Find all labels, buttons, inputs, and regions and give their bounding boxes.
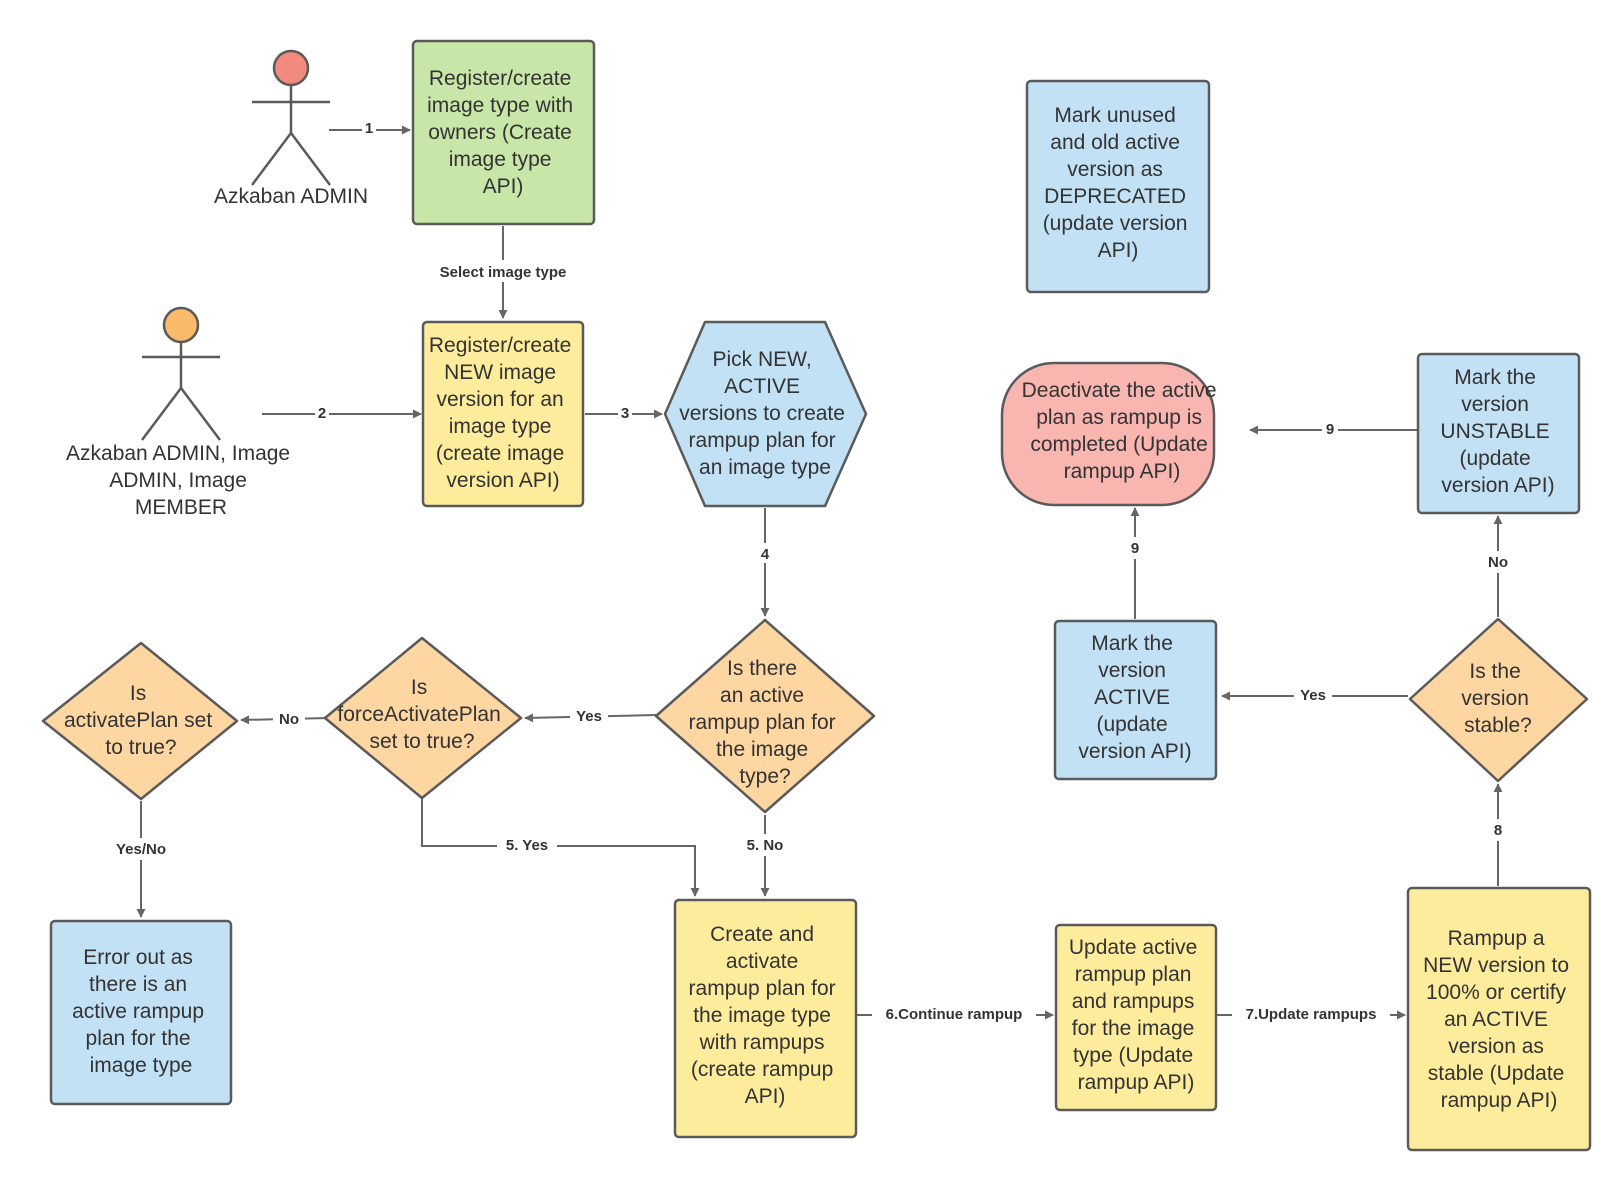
node-rampup-version: Rampup a NEW version to 100% or certify …	[1406, 886, 1592, 1152]
edge-label-2: 2	[318, 405, 326, 422]
edge-label-9-up: 9	[1131, 540, 1139, 557]
edge-label-4: 4	[761, 546, 770, 563]
node-register-image-type-text: Register/create image type with owners (…	[427, 67, 579, 198]
node-deactivate-plan: Deactivate the active plan as rampup is …	[1000, 361, 1223, 507]
node-register-version: Register/create NEW image version for an…	[421, 320, 585, 508]
node-pick-versions-text: Pick NEW, ACTIVE versions to create ramp…	[679, 348, 851, 479]
node-register-version-text: Register/create NEW image version for an…	[429, 334, 577, 492]
actor-image-members: Azkaban ADMIN, Image ADMIN, Image MEMBER	[66, 306, 296, 519]
node-create-plan-text: Create and activate rampup plan for the …	[689, 923, 842, 1108]
edge-label-yes-no: Yes/No	[116, 841, 166, 858]
node-stable-question-text: Is the version stable?	[1461, 660, 1535, 737]
node-activate-plan-question-text: Is activatePlan set to true?	[64, 682, 218, 759]
node-mark-unstable: Mark the version UNSTABLE (update versio…	[1416, 352, 1581, 515]
edge-label-no-activate: No	[279, 711, 299, 728]
node-rampup-version-text: Rampup a NEW version to 100% or certify …	[1423, 927, 1575, 1112]
node-stable-question: Is the version stable?	[1408, 617, 1589, 783]
edge-label-8: 8	[1494, 822, 1502, 839]
edge-label-5-no: 5. No	[747, 837, 784, 854]
edges	[136, 125, 1503, 1020]
actor-head	[162, 306, 200, 344]
node-update-plan-text: Update active rampup plan and rampups fo…	[1069, 936, 1203, 1094]
edge-label-1: 1	[365, 120, 373, 137]
edge-label-select-image-type: Select image type	[440, 264, 567, 281]
edge-label-yes-active: Yes	[1300, 687, 1326, 704]
edge-label-6: 6.Continue rampup	[886, 1006, 1023, 1023]
node-force-activate-question: Is forceActivatePlan set to true?	[323, 636, 523, 800]
edge-label-no-unstable: No	[1488, 554, 1508, 571]
edge-5-yes	[421, 795, 700, 897]
actor-members-label: Azkaban ADMIN, Image ADMIN, Image MEMBER	[66, 442, 296, 519]
node-mark-active: Mark the version ACTIVE (update version …	[1053, 619, 1218, 781]
node-error-out-text: Error out as there is an active rampup p…	[72, 946, 210, 1077]
node-active-plan-question: Is there an active rampup plan for the i…	[654, 618, 876, 814]
node-update-plan: Update active rampup plan and rampups fo…	[1054, 923, 1218, 1112]
node-mark-deprecated: Mark unused and old active version as DE…	[1025, 79, 1211, 294]
edge-labels: 1 Select image type 2 3 4 Yes No Yes/No …	[108, 118, 1514, 1025]
node-mark-unstable-text: Mark the version UNSTABLE (update versio…	[1440, 366, 1555, 497]
node-register-image-type: Register/create image type with owners (…	[411, 39, 596, 226]
node-mark-deprecated-text: Mark unused and old active version as DE…	[1043, 104, 1194, 262]
actor-azkaban-admin: Azkaban ADMIN	[214, 49, 368, 208]
node-mark-active-text: Mark the version ACTIVE (update version …	[1078, 632, 1191, 763]
actor-admin-label: Azkaban ADMIN	[214, 185, 368, 208]
actor-head	[272, 49, 310, 87]
node-pick-versions: Pick NEW, ACTIVE versions to create ramp…	[663, 320, 868, 508]
edge-label-7: 7.Update rampups	[1246, 1006, 1377, 1023]
node-force-activate-question-text: Is forceActivatePlan set to true?	[337, 676, 506, 753]
node-activate-plan-question: Is activatePlan set to true?	[41, 641, 239, 801]
edge-label-3: 3	[621, 405, 629, 422]
node-create-plan: Create and activate rampup plan for the …	[673, 898, 858, 1139]
edge-label-5-yes: 5. Yes	[506, 837, 548, 854]
edge-label-9-left: 9	[1326, 421, 1334, 438]
edge-label-yes-force: Yes	[576, 708, 602, 725]
node-active-plan-question-text: Is there an active rampup plan for the i…	[689, 657, 842, 788]
node-error-out: Error out as there is an active rampup p…	[49, 919, 233, 1106]
node-deactivate-plan-text: Deactivate the active plan as rampup is …	[1022, 379, 1223, 483]
